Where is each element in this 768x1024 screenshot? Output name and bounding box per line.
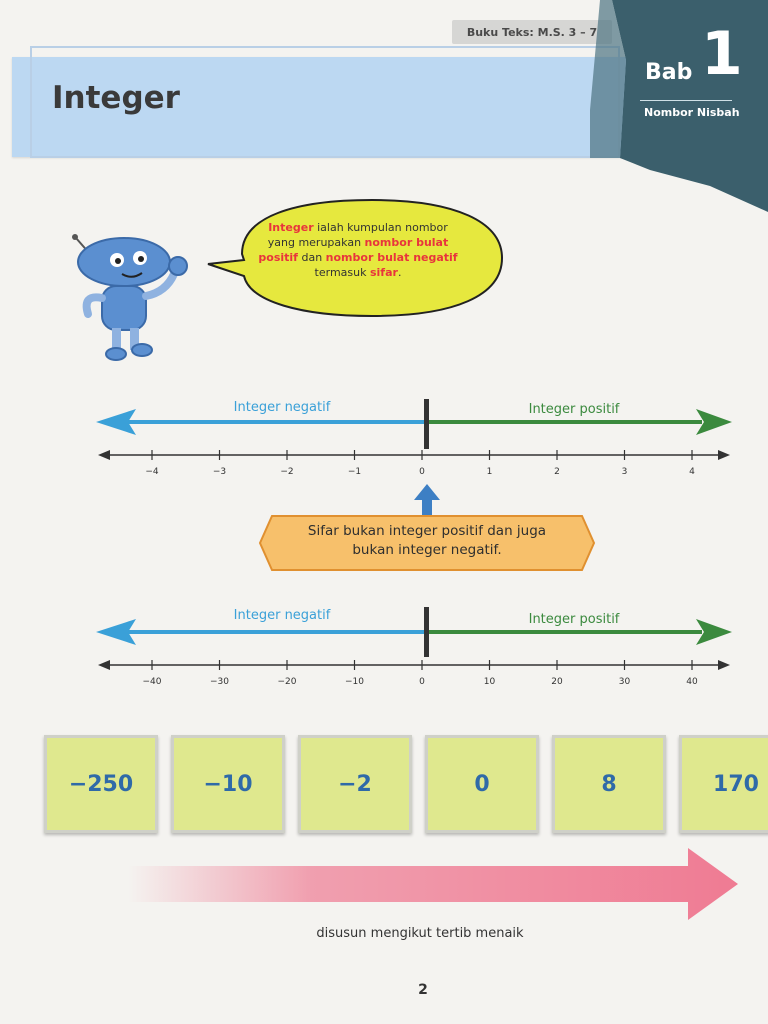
tick-label: −10 <box>345 677 364 687</box>
positive-arrowhead <box>696 409 732 435</box>
bubble-fragment: dan <box>297 251 326 264</box>
integer-card-value: −250 <box>68 771 134 797</box>
tick-label: −40 <box>143 677 162 687</box>
negative-arrowhead <box>96 619 136 645</box>
zero-marker <box>424 399 429 449</box>
positive-arrowhead <box>696 619 732 645</box>
zero-note-line-2: bukan integer negatif. <box>352 542 502 558</box>
integer-card-value: 170 <box>713 771 759 797</box>
tick-label: 20 <box>551 677 563 687</box>
integer-card: −10 <box>171 735 285 833</box>
tick-group: −40 −30 −20 −10 0 10 20 30 40 <box>143 660 698 687</box>
tick-label: −1 <box>348 467 361 477</box>
integer-card: 170 <box>679 735 768 833</box>
title-banner <box>12 57 632 157</box>
integer-card-value: −10 <box>203 771 253 797</box>
number-line-large: Integer negatif Integer positif −40 −30 −2… <box>96 607 732 687</box>
negative-label: Integer negatif <box>234 400 331 415</box>
zero-marker <box>424 607 429 657</box>
tick-label: 0 <box>419 467 425 477</box>
zero-pointer-arrow <box>414 484 440 518</box>
chapter-corner-shape <box>590 0 768 212</box>
integer-card: 0 <box>425 735 539 833</box>
tick-label: 3 <box>622 467 628 477</box>
chapter-divider <box>640 100 732 101</box>
highlighted-term: nombor bulat negatif <box>325 251 458 264</box>
page-number: 2 <box>418 982 428 998</box>
tick-label: 1 <box>487 467 493 477</box>
robot-mascot <box>72 234 188 361</box>
bubble-fragment: termasuk <box>314 266 370 279</box>
integer-card-value: 8 <box>601 771 617 797</box>
textbook-reference: Buku Teks: M.S. 3 – 7 <box>452 20 612 44</box>
bubble-fragment: ialah kumpulan nombor yang merupakan <box>267 221 448 249</box>
zero-note-text: Sifar bukan integer positif dan juga buk… <box>278 522 576 560</box>
tick-label: −2 <box>280 467 293 477</box>
positive-label: Integer positif <box>529 612 620 627</box>
integer-card: 8 <box>552 735 666 833</box>
tick-label: 40 <box>686 677 698 687</box>
integer-card: −2 <box>298 735 412 833</box>
tick-label: 0 <box>419 677 425 687</box>
tick-label: 2 <box>554 467 560 477</box>
tick-label: −30 <box>210 677 229 687</box>
zero-note-line-1: Sifar bukan integer positif dan juga <box>307 523 547 539</box>
positive-label: Integer positif <box>529 402 620 417</box>
integer-card-value: 0 <box>474 771 490 797</box>
negative-label: Integer negatif <box>234 608 331 623</box>
integer-card: −250 <box>44 735 158 833</box>
tick-label: 4 <box>689 467 695 477</box>
chapter-subtitle: Nombor Nisbah <box>644 106 740 119</box>
ascending-order-arrow <box>128 848 738 920</box>
order-caption: disusun mengikut tertib menaik <box>316 926 524 941</box>
number-line-small: Integer negatif Integer positif −4 −3 −2 −1… <box>96 399 732 477</box>
negative-arrowhead <box>96 409 136 435</box>
tick-label: −20 <box>278 677 297 687</box>
integer-card-row: −250 −10 −2 0 8 170 <box>44 735 768 835</box>
page-title: Integer <box>52 80 180 116</box>
bubble-text: Integer ialah kumpulan nombor yang merup… <box>258 220 458 280</box>
highlighted-term: nombor bulat positif <box>258 236 449 264</box>
bubble-fragment: . <box>397 266 402 279</box>
tick-label: −3 <box>213 467 226 477</box>
zero-note-box <box>258 515 596 571</box>
integer-card-value: −2 <box>338 771 372 797</box>
highlighted-term: Integer <box>268 221 314 234</box>
chapter-number: 1 <box>701 19 743 89</box>
speech-bubble <box>207 198 504 318</box>
tick-label: 30 <box>619 677 631 687</box>
tick-label: −4 <box>145 467 159 477</box>
chapter-label: Bab <box>645 60 693 85</box>
tick-label: 10 <box>484 677 496 687</box>
tick-group: −4 −3 −2 −1 0 1 2 3 4 <box>145 450 695 477</box>
highlighted-term: sifar <box>369 266 398 279</box>
